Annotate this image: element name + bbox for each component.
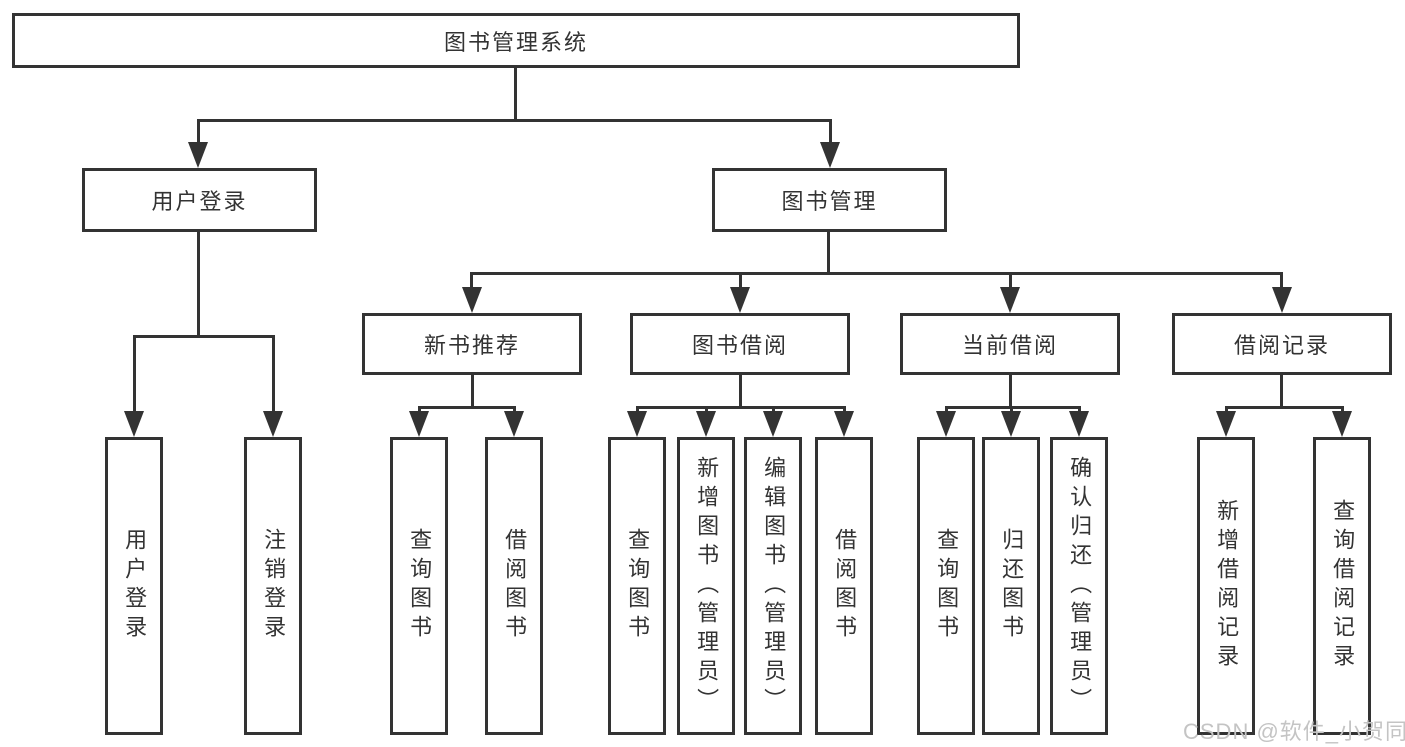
node-book-borrowing: 图书借阅: [630, 313, 850, 375]
arrowhead: [1001, 411, 1021, 437]
node-add-borrow-record-label: 新增借阅记录: [1214, 499, 1240, 673]
node-current-borrowing-label: 当前借阅: [961, 333, 1058, 358]
node-recommend-query-books-label: 查询图书: [407, 528, 433, 644]
arrowhead: [627, 411, 647, 437]
node-new-book-recommend-label: 新书推荐: [423, 333, 520, 358]
connector-line: [1009, 272, 1012, 290]
node-user-login-branch-label: 用户登录: [151, 189, 248, 214]
node-library-system: 图书管理系统: [12, 13, 1020, 68]
node-edit-books-admin: 编辑图书（管理员）: [744, 437, 802, 735]
connector-line: [1280, 272, 1283, 290]
arrowhead: [1216, 411, 1236, 437]
connector-line: [197, 119, 200, 149]
node-book-borrowing-label: 图书借阅: [691, 333, 788, 358]
node-recommend-borrow-books: 借阅图书: [485, 437, 543, 735]
arrowhead: [1332, 411, 1352, 437]
node-borrowing-query-books: 查询图书: [608, 437, 666, 735]
node-add-books-admin-label: 新增图书（管理员）: [694, 455, 720, 717]
connector-line: [418, 406, 516, 409]
node-new-book-recommend: 新书推荐: [362, 313, 582, 375]
node-borrow-records: 借阅记录: [1172, 313, 1392, 375]
node-confirm-return-admin: 确认归还（管理员）: [1050, 437, 1108, 735]
node-borrowing-borrow-books: 借阅图书: [815, 437, 873, 735]
arrowhead: [263, 411, 283, 437]
node-logout-label: 注销登录: [261, 528, 287, 644]
arrowhead: [834, 411, 854, 437]
arrowhead: [730, 287, 750, 313]
arrowhead: [1000, 287, 1020, 313]
node-recommend-borrow-books-label: 借阅图书: [502, 528, 528, 644]
connector-line: [197, 119, 832, 122]
connector-line: [471, 375, 474, 409]
connector-line: [197, 232, 200, 338]
node-current-query-books-label: 查询图书: [934, 528, 960, 644]
node-user-login-leaf: 用户登录: [105, 437, 163, 735]
arrowhead: [936, 411, 956, 437]
node-query-borrow-record-label: 查询借阅记录: [1330, 499, 1356, 673]
connector-line: [829, 119, 832, 149]
arrowhead: [1069, 411, 1089, 437]
connector-line: [470, 272, 1283, 275]
node-current-borrowing: 当前借阅: [900, 313, 1120, 375]
node-confirm-return-admin-label: 确认归还（管理员）: [1067, 455, 1093, 717]
connector-line: [827, 232, 830, 275]
node-return-books: 归还图书: [982, 437, 1040, 735]
node-query-borrow-record: 查询借阅记录: [1313, 437, 1371, 735]
node-borrow-records-label: 借阅记录: [1233, 333, 1330, 358]
connector-line: [945, 406, 1081, 409]
arrowhead: [504, 411, 524, 437]
arrowhead: [409, 411, 429, 437]
connector-line: [133, 335, 136, 415]
connector-line: [1280, 375, 1283, 409]
node-borrowing-query-books-label: 查询图书: [625, 528, 651, 644]
arrowhead: [820, 142, 840, 168]
node-borrowing-borrow-books-label: 借阅图书: [832, 528, 858, 644]
node-edit-books-admin-label: 编辑图书（管理员）: [761, 455, 787, 717]
arrowhead: [763, 411, 783, 437]
arrowhead: [696, 411, 716, 437]
node-logout: 注销登录: [244, 437, 302, 735]
connector-line: [470, 272, 473, 290]
connector-line: [739, 272, 742, 290]
connector-line: [636, 406, 845, 409]
connector-line: [1225, 406, 1343, 409]
connector-line: [739, 375, 742, 409]
node-book-management-label: 图书管理: [781, 189, 878, 214]
connector-line: [514, 68, 517, 121]
connector-line: [1009, 375, 1012, 409]
node-library-system-label: 图书管理系统: [443, 29, 588, 55]
watermark-text: CSDN @软件_小贺同学: [1183, 719, 1405, 744]
arrowhead: [124, 411, 144, 437]
connector-line: [133, 335, 275, 338]
arrowhead: [1272, 287, 1292, 313]
node-current-query-books: 查询图书: [917, 437, 975, 735]
connector-line: [272, 335, 275, 415]
node-return-books-label: 归还图书: [999, 528, 1025, 644]
node-book-management: 图书管理: [712, 168, 947, 232]
node-add-borrow-record: 新增借阅记录: [1197, 437, 1255, 735]
arrowhead: [188, 142, 208, 168]
node-recommend-query-books: 查询图书: [390, 437, 448, 735]
node-add-books-admin: 新增图书（管理员）: [677, 437, 735, 735]
node-user-login-branch: 用户登录: [82, 168, 317, 232]
node-user-login-leaf-label: 用户登录: [122, 528, 148, 644]
arrowhead: [462, 287, 482, 313]
